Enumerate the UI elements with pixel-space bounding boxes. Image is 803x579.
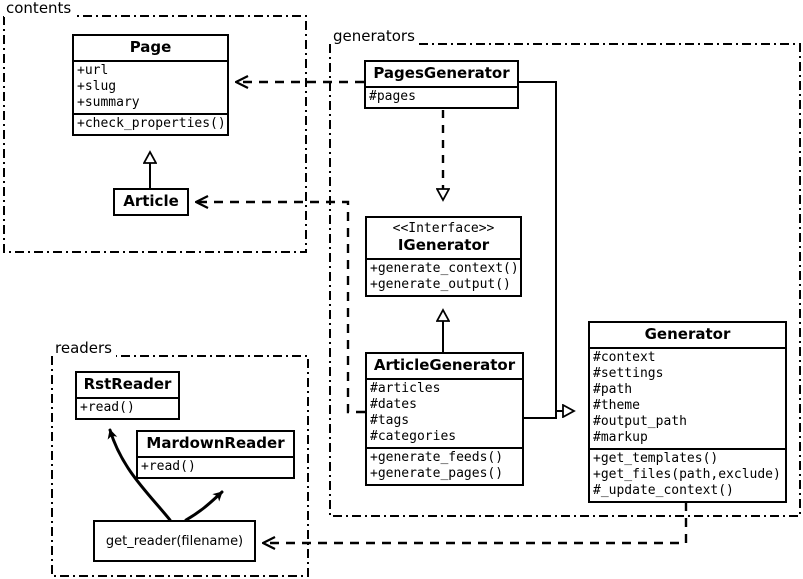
class-rst-reader[interactable]: RstReader +read() bbox=[75, 371, 180, 420]
class-article-generator-attribute: #dates bbox=[370, 397, 417, 412]
class-page-methods: +check_properties() bbox=[74, 113, 227, 134]
package-frame-readers bbox=[51, 355, 309, 577]
package-frame-contents bbox=[3, 15, 307, 253]
class-article-generator-name: ArticleGenerator bbox=[373, 356, 516, 374]
class-mardown-reader-methods: +read() bbox=[138, 456, 293, 477]
class-rst-reader-name: RstReader bbox=[83, 375, 172, 393]
class-page-name: Page bbox=[129, 38, 172, 56]
class-article-generator-attribute: #categories bbox=[370, 429, 457, 444]
class-page-attribute: +url bbox=[77, 63, 109, 78]
class-rst-reader-methods: +read() bbox=[77, 397, 178, 418]
class-pages-generator-name: PagesGenerator bbox=[373, 64, 510, 82]
class-igenerator[interactable]: <<Interface>> IGenerator +generate_conte… bbox=[365, 216, 522, 297]
package-frame-generators bbox=[329, 43, 801, 517]
class-generator-attribute: #settings bbox=[593, 366, 664, 381]
package-label-readers: readers bbox=[53, 339, 114, 357]
class-generator-attribute: #markup bbox=[593, 430, 648, 445]
class-generator-attribute: #context bbox=[593, 350, 656, 365]
class-pages-generator[interactable]: PagesGenerator #pages bbox=[364, 60, 519, 109]
class-page-method: +check_properties() bbox=[77, 116, 226, 131]
class-page[interactable]: Page +url +slug +summary +check_properti… bbox=[72, 34, 229, 136]
class-pages-generator-attribute: #pages bbox=[369, 89, 416, 104]
class-igenerator-stereotype: <<Interface>> bbox=[392, 221, 495, 236]
relation-get-reader-to-mardownreader bbox=[184, 490, 224, 522]
class-igenerator-method: +generate_output() bbox=[370, 277, 511, 292]
class-article[interactable]: Article bbox=[113, 188, 189, 216]
class-article-generator-methods: +generate_feeds() +generate_pages() bbox=[367, 447, 522, 484]
class-generator-name: Generator bbox=[644, 325, 731, 343]
class-rst-reader-method: +read() bbox=[80, 400, 135, 415]
class-generator-methods: +get_templates() +get_files(path,exclude… bbox=[590, 448, 785, 501]
relation-articlegenerator-to-generator bbox=[524, 411, 557, 419]
class-article-generator-attribute: #articles bbox=[370, 381, 441, 396]
package-label-generators: generators bbox=[331, 27, 417, 45]
class-article-generator-method: +generate_feeds() bbox=[370, 450, 504, 465]
relation-get-reader-to-rstreader bbox=[107, 428, 172, 522]
class-page-attributes: +url +slug +summary bbox=[74, 60, 227, 113]
class-igenerator-name: IGenerator bbox=[397, 236, 490, 254]
package-label-contents: contents bbox=[4, 0, 74, 17]
class-article-generator[interactable]: ArticleGenerator #articles #dates #tags … bbox=[365, 352, 524, 486]
class-article-generator-attribute: #tags bbox=[370, 413, 410, 428]
class-igenerator-methods: +generate_context() +generate_output() bbox=[367, 258, 520, 295]
class-generator-attribute: #path bbox=[593, 382, 633, 397]
relation-pagesgenerator-to-generator bbox=[519, 81, 574, 411]
class-page-attribute: +slug bbox=[77, 79, 117, 94]
class-generator-attribute: #output_path bbox=[593, 414, 687, 429]
class-mardown-reader-name: MardownReader bbox=[146, 434, 285, 452]
class-generator-attributes: #context #settings #path #theme #output_… bbox=[590, 347, 785, 448]
class-generator-attribute: #theme bbox=[593, 398, 640, 413]
class-article-generator-attributes: #articles #dates #tags #categories bbox=[367, 378, 522, 447]
class-mardown-reader[interactable]: MardownReader +read() bbox=[136, 430, 295, 479]
class-article-generator-method: +generate_pages() bbox=[370, 466, 504, 481]
relation-articlegenerator-to-article bbox=[197, 202, 365, 414]
relation-generator-to-get-reader bbox=[264, 502, 688, 543]
class-generator-method: #_update_context() bbox=[593, 483, 734, 498]
class-page-attribute: +summary bbox=[77, 95, 140, 110]
class-mardown-reader-method: +read() bbox=[141, 459, 196, 474]
function-box-get-reader[interactable]: get_reader(filename) bbox=[93, 520, 256, 562]
class-igenerator-method: +generate_context() bbox=[370, 261, 519, 276]
class-pages-generator-attributes: #pages bbox=[366, 86, 517, 107]
class-generator-method: +get_templates() bbox=[593, 451, 719, 466]
class-generator-method: +get_files(path,exclude) bbox=[593, 467, 781, 482]
class-generator[interactable]: Generator #context #settings #path #them… bbox=[588, 321, 787, 503]
function-box-get-reader-label: get_reader(filename) bbox=[105, 533, 244, 549]
class-article-name: Article bbox=[123, 192, 179, 210]
